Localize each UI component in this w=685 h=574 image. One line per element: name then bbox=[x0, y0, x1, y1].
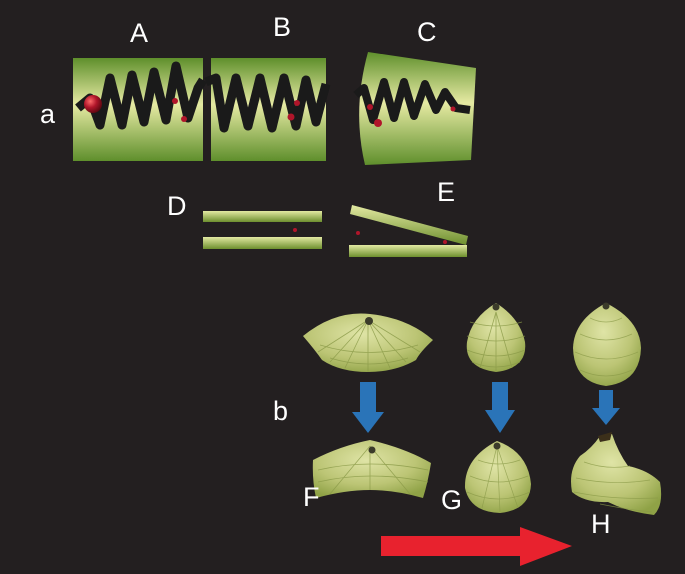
shell-f bbox=[313, 440, 431, 498]
bead-small-b2 bbox=[288, 114, 295, 121]
shell-top-1 bbox=[303, 313, 433, 372]
label-E: E bbox=[437, 179, 455, 206]
shell-g bbox=[465, 441, 531, 513]
bead-small-a1 bbox=[172, 98, 178, 104]
block-b bbox=[206, 58, 326, 161]
red-arrow bbox=[381, 527, 572, 566]
bead-large-a bbox=[84, 95, 102, 113]
bead-d bbox=[293, 228, 297, 232]
bead-e1 bbox=[356, 231, 360, 235]
blue-arrow-3 bbox=[592, 390, 620, 425]
label-G: G bbox=[441, 487, 462, 514]
label-F: F bbox=[303, 484, 320, 511]
shell-top-2-foramen bbox=[493, 304, 500, 311]
block-a bbox=[73, 58, 203, 161]
shell-f-foramen bbox=[369, 447, 376, 454]
bead-small-c3 bbox=[451, 107, 456, 112]
shell-top-3 bbox=[573, 303, 641, 387]
bead-small-a2 bbox=[181, 116, 187, 122]
label-b: b bbox=[273, 398, 288, 425]
bead-small-c1 bbox=[367, 104, 373, 110]
label-D: D bbox=[167, 193, 187, 220]
label-A: A bbox=[130, 20, 148, 47]
label-B: B bbox=[273, 14, 291, 41]
block-c bbox=[356, 52, 476, 165]
label-H: H bbox=[591, 511, 611, 538]
shell-h bbox=[571, 432, 661, 515]
shell-g-foramen bbox=[494, 443, 501, 450]
shell-top-1-foramen bbox=[365, 317, 373, 325]
bead-small-c2 bbox=[374, 119, 382, 127]
shell-top-3-foramen bbox=[603, 303, 610, 310]
blue-arrow-1 bbox=[352, 382, 384, 433]
bead-small-b1 bbox=[294, 100, 300, 106]
plates-e bbox=[349, 205, 468, 257]
blue-arrow-2 bbox=[485, 382, 515, 433]
label-a: a bbox=[40, 101, 55, 128]
shell-top-2 bbox=[467, 303, 526, 372]
label-C: C bbox=[417, 19, 437, 46]
plates-d bbox=[203, 211, 322, 249]
bead-e2 bbox=[443, 240, 447, 244]
